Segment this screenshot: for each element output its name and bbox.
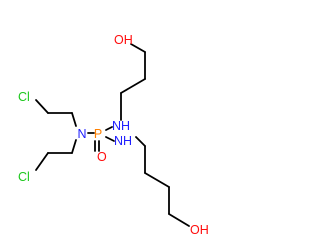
bond-top-c2-c3 [120, 78, 146, 94]
atom-nh-upper: NH [112, 119, 130, 133]
bond-p-nh-right [105, 136, 115, 142]
bond-n-left-lower-c1 [71, 139, 77, 154]
bond-upper-c2-cl [35, 99, 49, 114]
atom-nh-right: NH [114, 134, 132, 148]
atom-cl-top: Cl [18, 90, 30, 104]
bonds [35, 43, 190, 227]
atom-oh-top: OH [114, 33, 133, 47]
bond-bottom-c4-oh [168, 213, 190, 227]
bond-nh-upper-p [105, 126, 113, 131]
atom-cl-bottom: Cl [18, 170, 30, 184]
bond-n-left-upper-c1 [71, 112, 77, 127]
atom-labels: OH NH P O N NH OH Cl Cl [18, 33, 209, 237]
atom-oh-bottom: OH [190, 223, 209, 237]
atom-p-center: P [94, 127, 102, 141]
bond-lower-c2-cl [35, 152, 49, 171]
molecule-structure: OH NH P O N NH OH Cl Cl [18, 33, 209, 237]
bond-oh-top-c1 [130, 43, 146, 53]
atom-n-left: N [77, 127, 86, 141]
bond-nh-right-c1 [135, 136, 146, 147]
bond-bottom-c2-c3 [144, 172, 170, 188]
atom-o-double: O [97, 150, 107, 164]
